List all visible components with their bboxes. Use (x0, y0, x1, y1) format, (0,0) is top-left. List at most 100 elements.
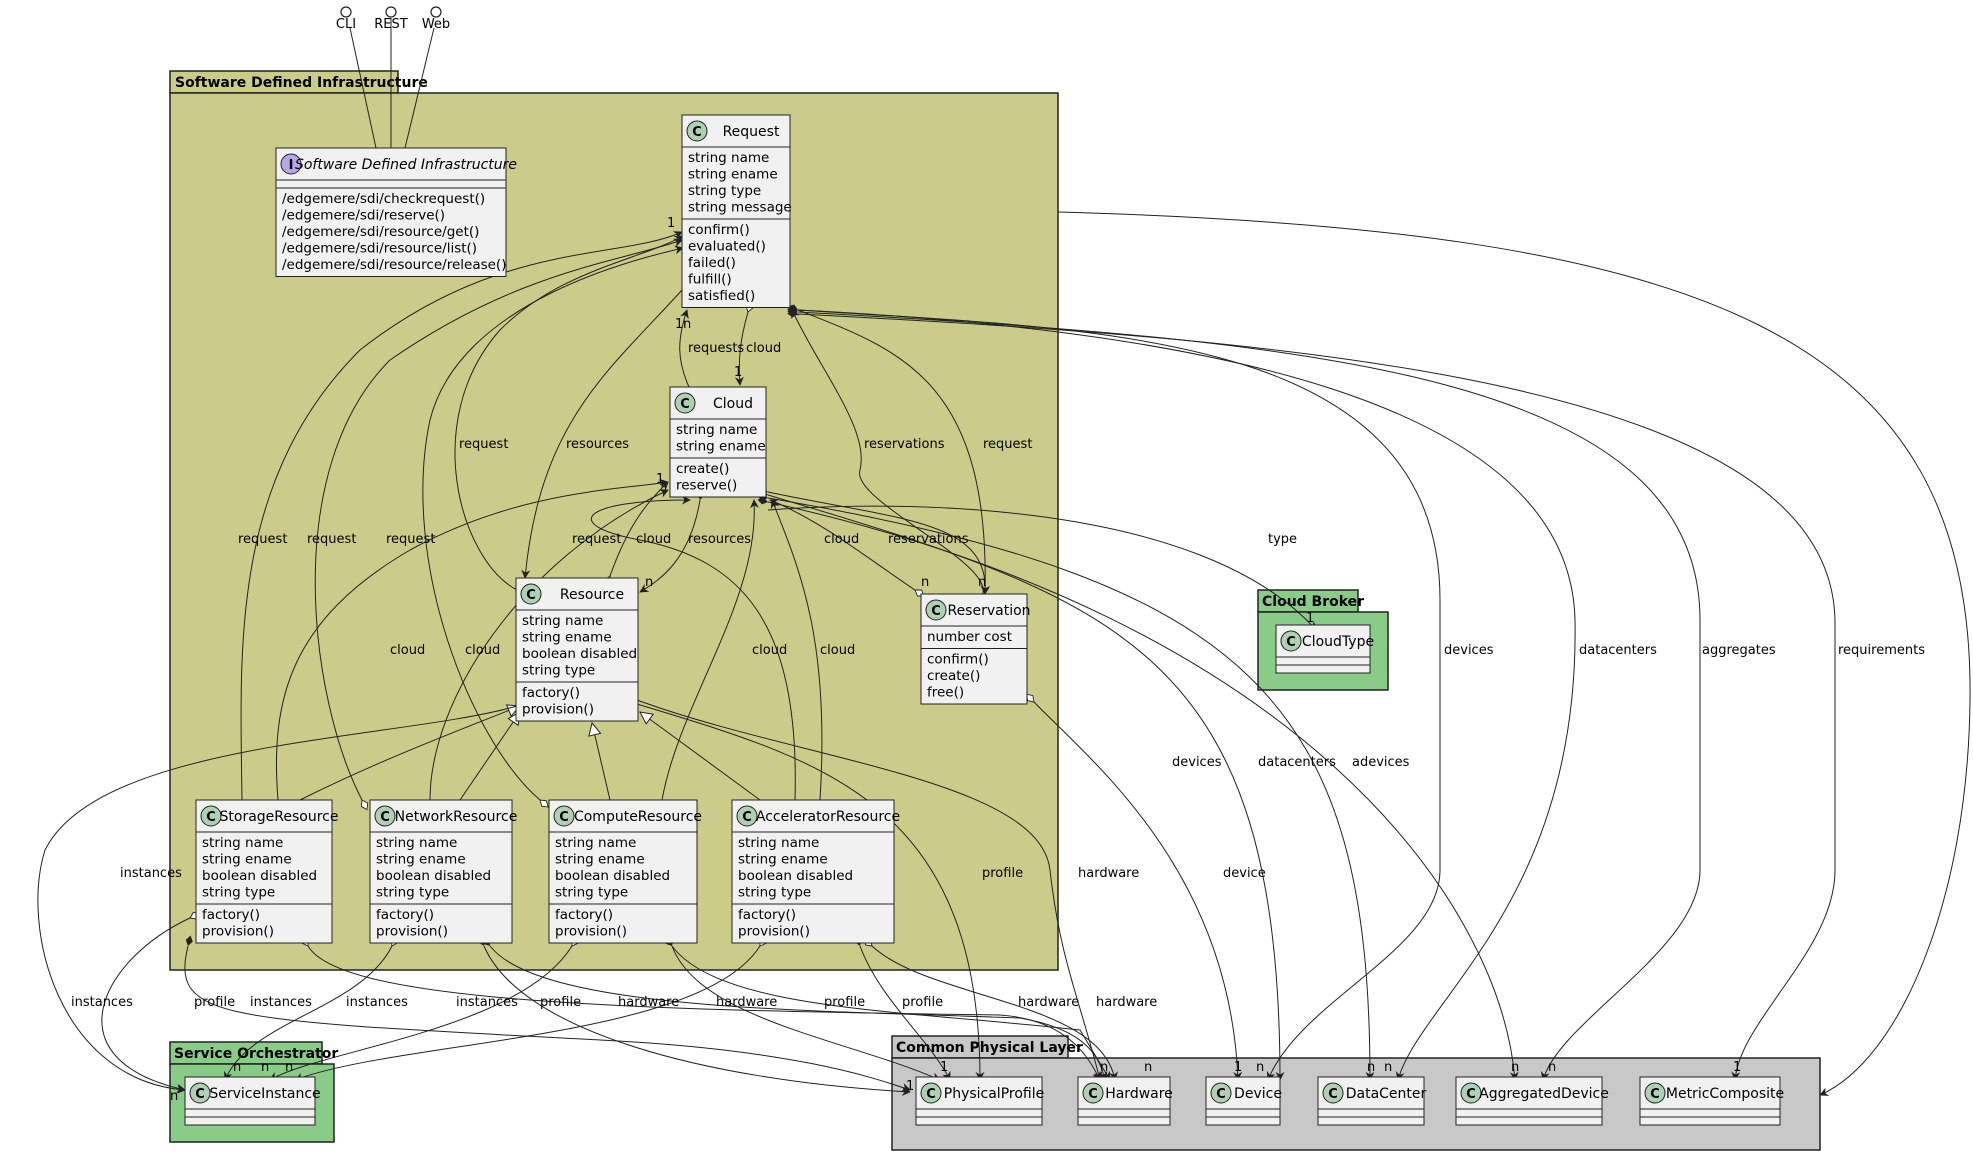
class-field: string name (688, 150, 769, 166)
endpoint-cli[interactable]: CLI (336, 6, 356, 32)
class-method: /edgemere/sdi/reserve() (282, 208, 445, 224)
label-hardware-1: hardware (1078, 866, 1139, 881)
class-name: Device (1234, 1086, 1282, 1102)
class-method: factory() (738, 907, 796, 923)
stereotype-letter: C (195, 1087, 205, 1102)
class-icon (1210, 1082, 1232, 1104)
label-instances-3: instances (250, 995, 312, 1010)
class-field: string name (202, 835, 283, 851)
label-devices-2: devices (1172, 755, 1222, 770)
label-aggregates: aggregates (1702, 643, 1776, 658)
stereotype-letter: C (692, 125, 702, 140)
class-method: reserve() (676, 478, 737, 494)
stereotype-letter: C (206, 810, 216, 825)
label-cloud-4: cloud (390, 643, 425, 658)
class-method: provision() (376, 924, 448, 940)
label-request-1: request (459, 437, 508, 452)
edge-request-requirements (787, 310, 1836, 1081)
class-accelerator-box (731, 799, 895, 944)
class-field: string name (676, 422, 757, 438)
class-field: string name (522, 613, 603, 629)
class-icon (553, 805, 575, 827)
class-name: PhysicalProfile (944, 1086, 1044, 1102)
class-name: Cloud (713, 396, 753, 412)
class-field: boolean disabled (522, 646, 637, 662)
endpoint-web[interactable]: Web (422, 6, 450, 32)
edge-web-interface (404, 27, 435, 149)
edge-compute-inherits (592, 723, 611, 801)
class-field: number cost (927, 629, 1012, 645)
label-requests: requests (688, 341, 744, 356)
class-compute-box (548, 799, 698, 944)
class-field: string name (376, 835, 457, 851)
stereotype-letter: C (926, 1087, 936, 1102)
class-icon (736, 805, 758, 827)
multiplicities: 1 1 n 1 1 n n n n 1 n n n n 1 1 n n 1 n … (170, 216, 1741, 1104)
class-field: string name (738, 835, 819, 851)
endpoint-web-label: Web (422, 17, 450, 32)
label-type: type (1268, 532, 1297, 547)
class-icon (925, 599, 947, 621)
mult-dc-2: n (1384, 1060, 1392, 1075)
rest-port-icon (385, 6, 397, 18)
class-field: string message (688, 200, 792, 216)
edge-storage-instances (101, 911, 201, 1093)
class-method: factory() (555, 907, 613, 923)
class-name: Request (723, 124, 780, 140)
label-request-2: request (983, 437, 1032, 452)
class-icon (374, 805, 396, 827)
class-physicalprofile[interactable]: C PhysicalProfile (915, 1076, 1044, 1126)
class-field: string ename (376, 852, 466, 868)
class-method: provision() (555, 924, 627, 940)
edge-accelerator-instances (294, 936, 767, 1082)
class-icon (1082, 1082, 1104, 1104)
label-adevices: adevices (1352, 755, 1410, 770)
class-name: DataCenter (1346, 1086, 1427, 1102)
label-instances-1: instances (120, 866, 182, 881)
label-request-5: request (386, 532, 435, 547)
label-profile-3: profile (540, 995, 581, 1010)
class-icon (189, 1082, 211, 1104)
mult-ad-2: n (1548, 1060, 1556, 1075)
label-profile-2: profile (194, 995, 235, 1010)
class-method: create() (927, 668, 980, 684)
mult-dc-1: n (1367, 1060, 1375, 1075)
class-sdi_interface-box (275, 147, 507, 277)
label-device: device (1223, 866, 1266, 881)
class-method: factory() (522, 685, 580, 701)
class-name: Hardware (1105, 1086, 1173, 1102)
mult-resource-2: n (645, 575, 653, 590)
class-method: /edgemere/sdi/resource/list() (282, 241, 477, 257)
mult-ad-1: n (1511, 1060, 1519, 1075)
mult-mc-1: 1 (1733, 1060, 1741, 1075)
label-resources-1: resources (566, 437, 629, 452)
mult-reservation-1: n (921, 575, 929, 590)
label-cloud-5: cloud (465, 643, 500, 658)
edges (37, 18, 1971, 1097)
class-field: string ename (738, 852, 828, 868)
stereotype-letter: C (680, 397, 690, 412)
label-cloud-2: cloud (636, 532, 671, 547)
cli-port-icon (340, 6, 352, 18)
mult-cloud-1: 1 (734, 365, 742, 380)
class-icon (1280, 630, 1302, 652)
mult-si-3: n (261, 1060, 269, 1075)
